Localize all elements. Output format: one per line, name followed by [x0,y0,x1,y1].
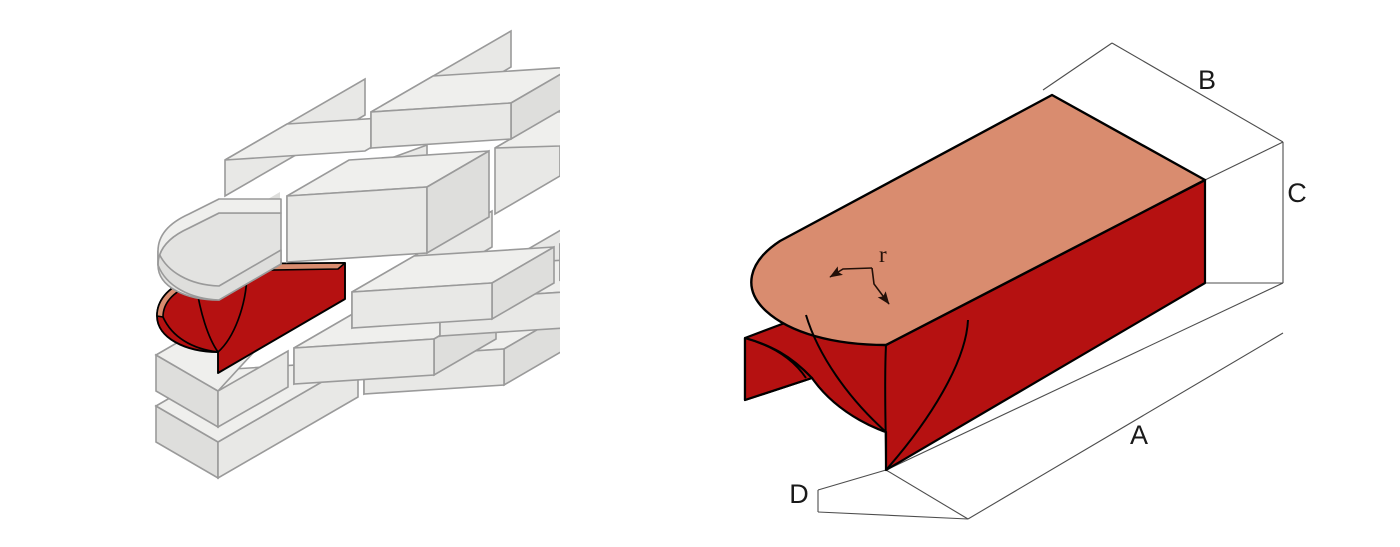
wall-brick [351,209,555,330]
wall-brick [286,143,490,264]
unit-detail-panel: r B C A D [743,42,1307,520]
dimension-label-d: D [789,479,809,509]
radius-arrow-left [829,266,873,278]
dimension-lines [817,42,1284,520]
radius-arrow-down [871,267,890,305]
dimension-line-b [1111,42,1284,143]
dimension-label-c: C [1287,178,1307,208]
wall-course-top [224,29,560,198]
dimension-line-d-top [817,469,887,491]
extension-line-a-left [885,469,969,520]
bullnose-brick-unit [743,93,1207,472]
radius-leader-arrows [829,266,890,305]
extension-line-a-upper [885,282,1284,471]
wall-course-2 [157,109,560,301]
wall-brick [370,29,560,150]
wall-assembly-panel [154,29,560,480]
dimension-line-d-bottom [817,511,969,520]
dimension-line-a [967,332,1284,520]
extension-line-c-top [1204,141,1284,181]
wall-bullnose-brick [157,198,282,301]
dimension-label-a: A [1130,420,1148,450]
dimension-label-b: B [1198,65,1216,95]
extension-line-b-left [1042,42,1113,91]
radius-label: r [879,242,887,267]
wall-brick [559,243,560,282]
